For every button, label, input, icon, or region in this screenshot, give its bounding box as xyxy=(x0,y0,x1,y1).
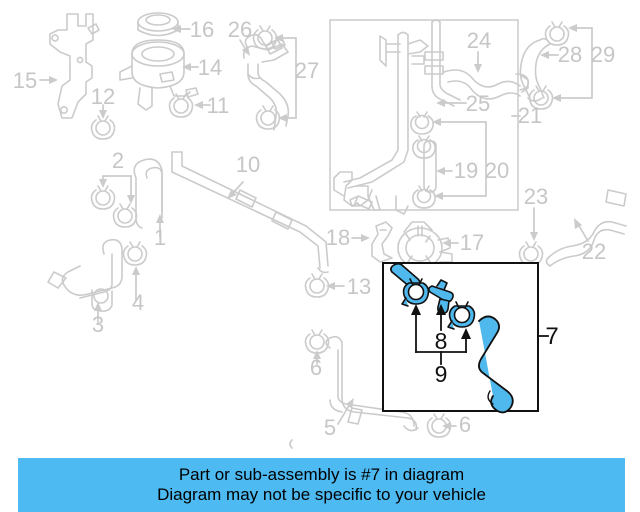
part-11-clamp xyxy=(168,93,194,118)
part-7-hose xyxy=(478,315,514,414)
part-3-hose xyxy=(47,238,123,312)
callout-15: 15 xyxy=(13,68,37,93)
callout-27: 27 xyxy=(295,58,319,83)
info-banner: Part or sub-assembly is #7 in diagram Di… xyxy=(18,458,625,512)
part-29-clamps xyxy=(528,21,570,110)
callout-8: 8 xyxy=(435,328,448,354)
part-18-bracket xyxy=(371,221,393,263)
callout-29: 29 xyxy=(591,42,615,67)
callout-5: 5 xyxy=(324,415,336,440)
callout-17: 17 xyxy=(460,230,484,255)
callout-24: 24 xyxy=(467,28,491,53)
banner-line-1: Part or sub-assembly is #7 in diagram xyxy=(178,464,465,484)
part-stray-bottom xyxy=(289,439,293,449)
callout-1: 1 xyxy=(154,225,166,250)
callout-7: 7 xyxy=(545,323,558,350)
part-10-pipe xyxy=(171,151,329,274)
callout-20: 20 xyxy=(485,158,509,183)
callout-14: 14 xyxy=(198,55,222,80)
assembly-box-21 xyxy=(329,19,519,211)
part-5-hose xyxy=(325,335,419,432)
callout-2: 2 xyxy=(112,148,124,173)
part-26-hose xyxy=(242,33,290,131)
callout-4: 4 xyxy=(132,290,144,315)
callout-28: 28 xyxy=(558,42,582,67)
callout-13: 13 xyxy=(347,274,371,299)
part-17-pump xyxy=(397,221,453,283)
banner-line-2: Diagram may not be specific to your vehi… xyxy=(157,485,486,504)
callout-21: 21 xyxy=(518,103,542,128)
part-14-reservoir xyxy=(119,39,199,111)
part-27-clamps xyxy=(252,25,281,130)
ghost-leader-lines xyxy=(39,24,593,430)
part-4-clamp xyxy=(122,241,148,266)
callout-labels: 1 2 3 4 5 6 6 7 8 9 10 11 12 13 14 15 16… xyxy=(13,17,615,440)
assembly-21-contents xyxy=(333,19,530,215)
part-2-clamps xyxy=(90,185,138,228)
callout-22: 22 xyxy=(582,239,606,264)
callout-19: 19 xyxy=(454,158,478,183)
part-15-bracket xyxy=(49,13,100,119)
callout-6-b: 6 xyxy=(459,412,471,437)
callout-12: 12 xyxy=(91,84,115,109)
callout-9: 9 xyxy=(435,361,448,387)
callout-10: 10 xyxy=(236,152,260,177)
callout-11: 11 xyxy=(207,93,230,118)
part-12-clamp xyxy=(90,115,116,140)
callout-25: 25 xyxy=(466,91,490,116)
callout-23: 23 xyxy=(524,184,548,209)
part-8-clamp-2 xyxy=(447,301,476,330)
highlight-leader-lines xyxy=(411,304,549,365)
callout-16: 16 xyxy=(190,17,214,42)
part-9-tee-connector xyxy=(428,279,454,314)
callout-26: 26 xyxy=(228,17,252,42)
part-8-clamp-1 xyxy=(401,278,430,307)
callout-6-a: 6 xyxy=(310,355,322,380)
callout-18: 18 xyxy=(326,225,350,250)
callout-3: 3 xyxy=(92,312,104,337)
